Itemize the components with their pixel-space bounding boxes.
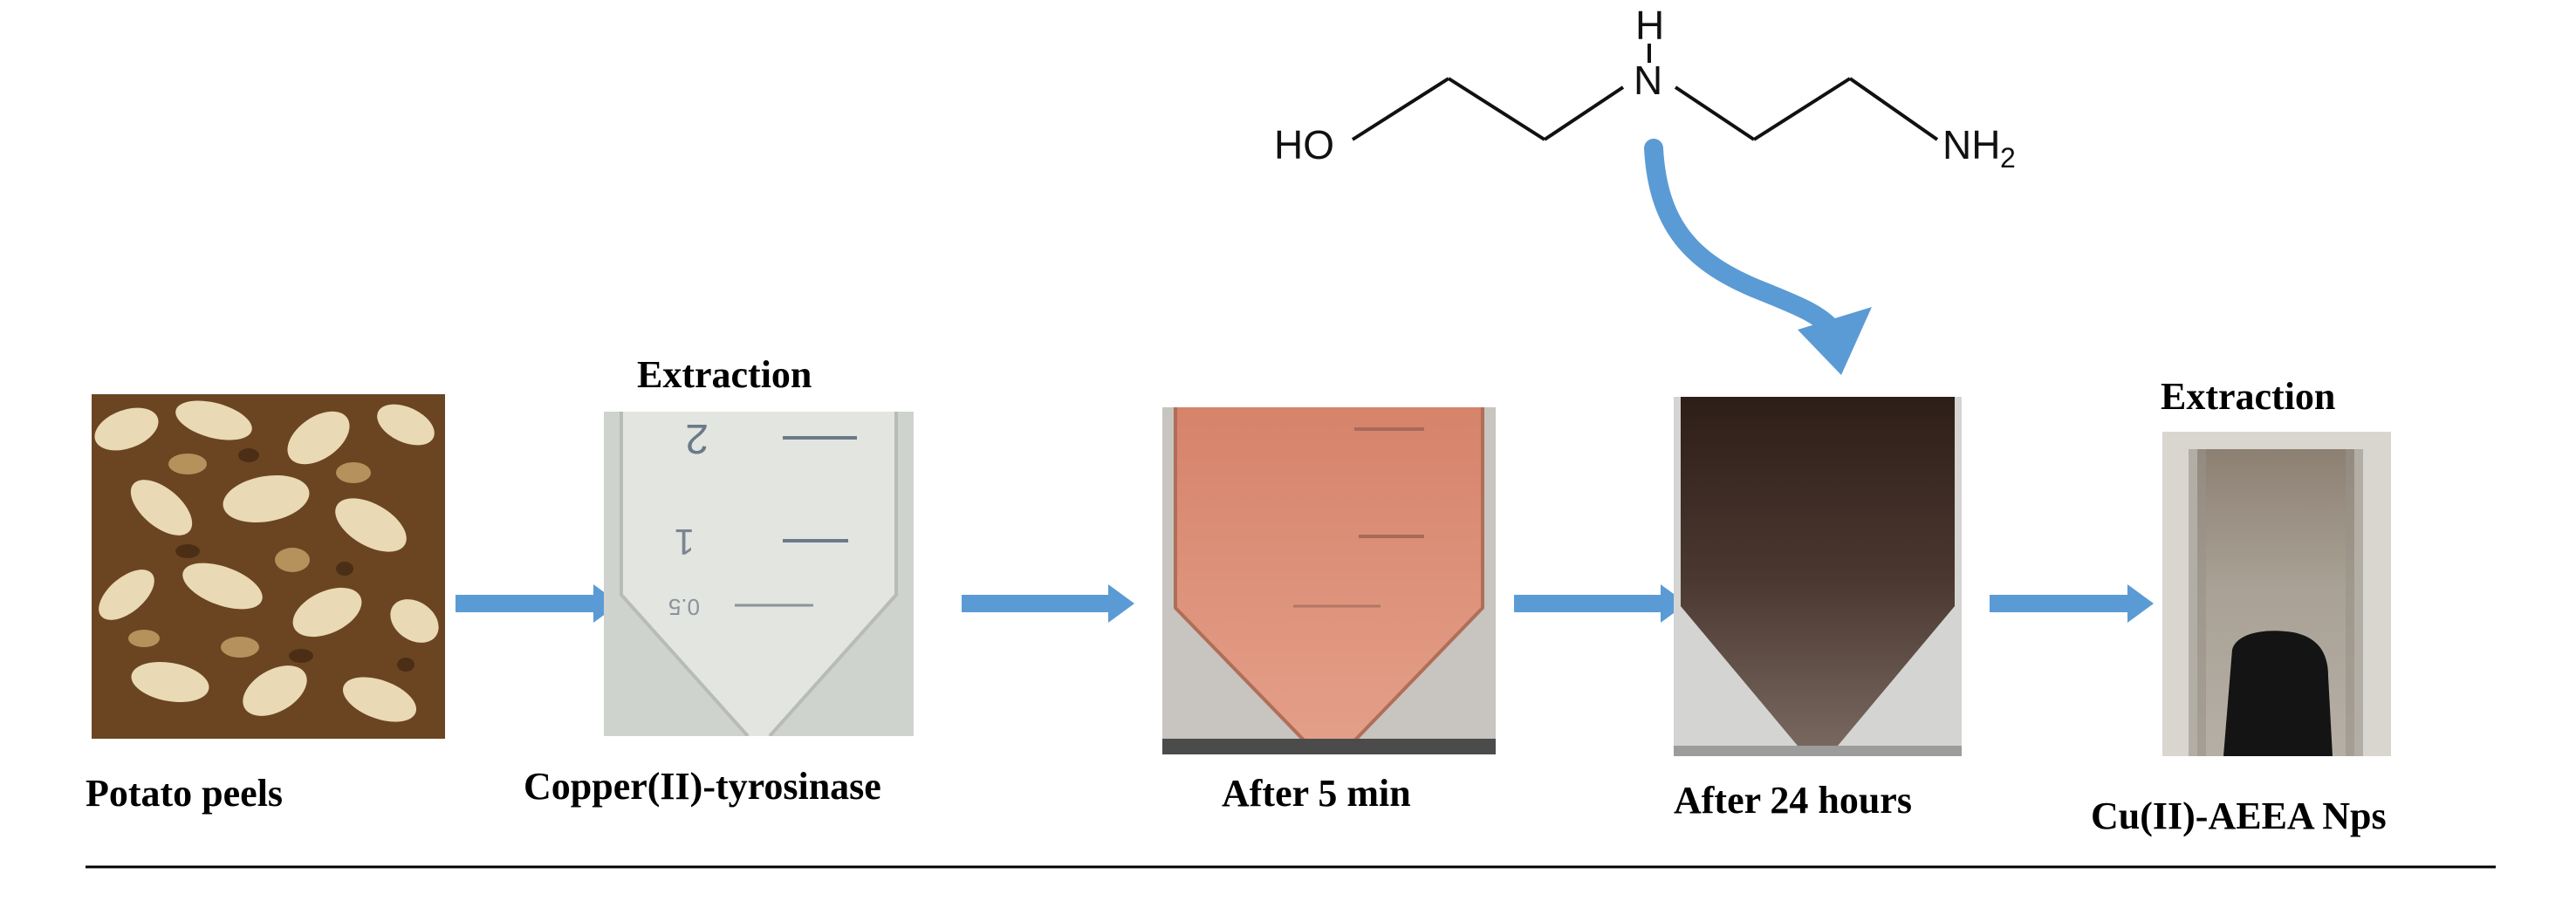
mol-subscript: 2 bbox=[2000, 142, 2016, 174]
flow-arrow-2 bbox=[962, 584, 1134, 623]
mol-nh-label: NH bbox=[1942, 122, 2000, 167]
tube-mark-05: 0.5 bbox=[668, 594, 700, 620]
flow-arrow-1 bbox=[456, 584, 620, 623]
mol-ho-label: HO bbox=[1274, 122, 1334, 167]
mol-n-label: N bbox=[1634, 58, 1662, 103]
nanoparticles-tube-photo bbox=[2162, 432, 2391, 756]
caption-copper-tyrosinase: Copper(II)-tyrosinase bbox=[524, 765, 881, 808]
tube-mark-2: 2 bbox=[685, 415, 709, 461]
bond-3 bbox=[1543, 85, 1625, 141]
five-min-tube-photo bbox=[1162, 407, 1496, 754]
extraction-header-1: Extraction bbox=[637, 353, 812, 396]
aeea-molecule bbox=[1351, 44, 1939, 141]
bond-2 bbox=[1447, 77, 1546, 141]
caption-cu-aeea-nps: Cu(II)-AEEA Nps bbox=[2091, 795, 2387, 837]
flow-arrow-4 bbox=[1990, 584, 2154, 623]
twenty-four-hours-tube-photo bbox=[1674, 397, 1962, 756]
caption-after-5-min: After 5 min bbox=[1222, 772, 1411, 815]
mol-h-label: H bbox=[1635, 3, 1664, 48]
bond-5 bbox=[1752, 77, 1852, 141]
caption-after-24-hours: After 24 hours bbox=[1674, 779, 1912, 822]
extraction-header-2: Extraction bbox=[2161, 375, 2336, 418]
caption-potato-peels: Potato peels bbox=[86, 772, 284, 815]
curved-arrow bbox=[1644, 139, 1872, 375]
bond-6 bbox=[1848, 77, 1939, 141]
flow-arrow-3 bbox=[1514, 584, 1687, 623]
tyrosinase-tube-photo: 2 1 0.5 bbox=[604, 412, 914, 736]
bond-1 bbox=[1351, 77, 1450, 141]
tube-mark-1: 1 bbox=[675, 522, 695, 563]
bond-4 bbox=[1674, 85, 1756, 141]
potato-peels-photo bbox=[92, 394, 445, 739]
